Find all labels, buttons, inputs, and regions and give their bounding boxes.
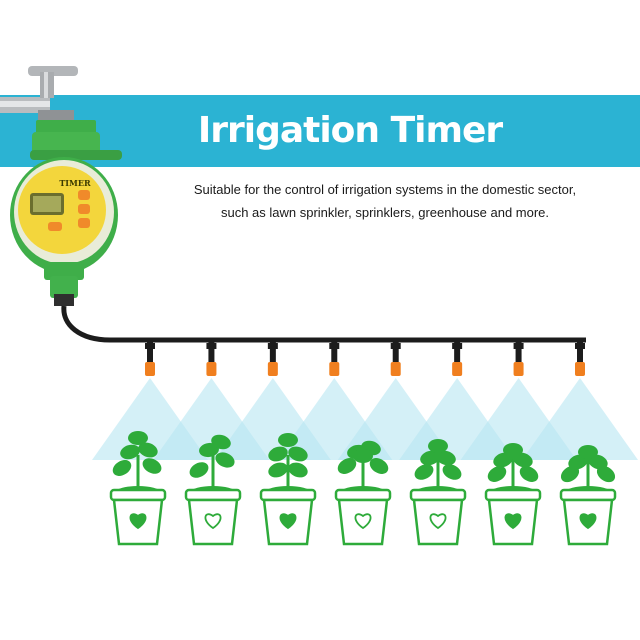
- plant-pot: [259, 433, 317, 546]
- pot: [334, 488, 392, 546]
- timer-device: [10, 120, 122, 306]
- plant-pot: [484, 443, 542, 546]
- pot: [259, 488, 317, 546]
- sprinkler-nozzle: [206, 340, 217, 376]
- sprinkler-nozzle: [329, 340, 340, 376]
- sprinkler-nozzle: [145, 340, 155, 376]
- pot: [409, 488, 467, 546]
- sprinkler-nozzles: [145, 340, 585, 376]
- sprinkler-nozzle: [267, 340, 278, 376]
- sprinkler-nozzle: [452, 340, 463, 376]
- plant-pot: [559, 445, 617, 546]
- pot: [484, 488, 542, 546]
- heart-icon: [129, 513, 147, 530]
- plant-pot: [109, 431, 167, 546]
- pot: [109, 488, 167, 546]
- plant-pot: [409, 439, 467, 546]
- pot: [184, 488, 242, 546]
- plant-pot: [334, 440, 392, 546]
- heart-icon: [279, 513, 297, 530]
- sprinkler-nozzle: [513, 340, 524, 376]
- description-line-2: such as lawn sprinkler, sprinklers, gree…: [220, 205, 550, 220]
- heart-icon: [504, 513, 522, 530]
- heart-icon: [354, 513, 372, 530]
- heart-icon: [579, 513, 597, 530]
- hose: [61, 305, 586, 343]
- water-spray-group: [92, 378, 638, 460]
- sprinkler-nozzle: [390, 340, 401, 376]
- plant-pots: [109, 431, 617, 546]
- heart-icon: [429, 513, 447, 530]
- description-line-1: Suitable for the control of irrigation s…: [193, 182, 577, 197]
- pot: [559, 488, 617, 546]
- heart-icon: [204, 513, 222, 530]
- sprinkler-nozzle: [575, 340, 585, 376]
- water-spray-cone: [522, 378, 638, 460]
- plant-pot: [184, 434, 242, 546]
- banner-title: Irrigation Timer: [197, 110, 503, 151]
- timer-label: TIMER: [59, 178, 91, 188]
